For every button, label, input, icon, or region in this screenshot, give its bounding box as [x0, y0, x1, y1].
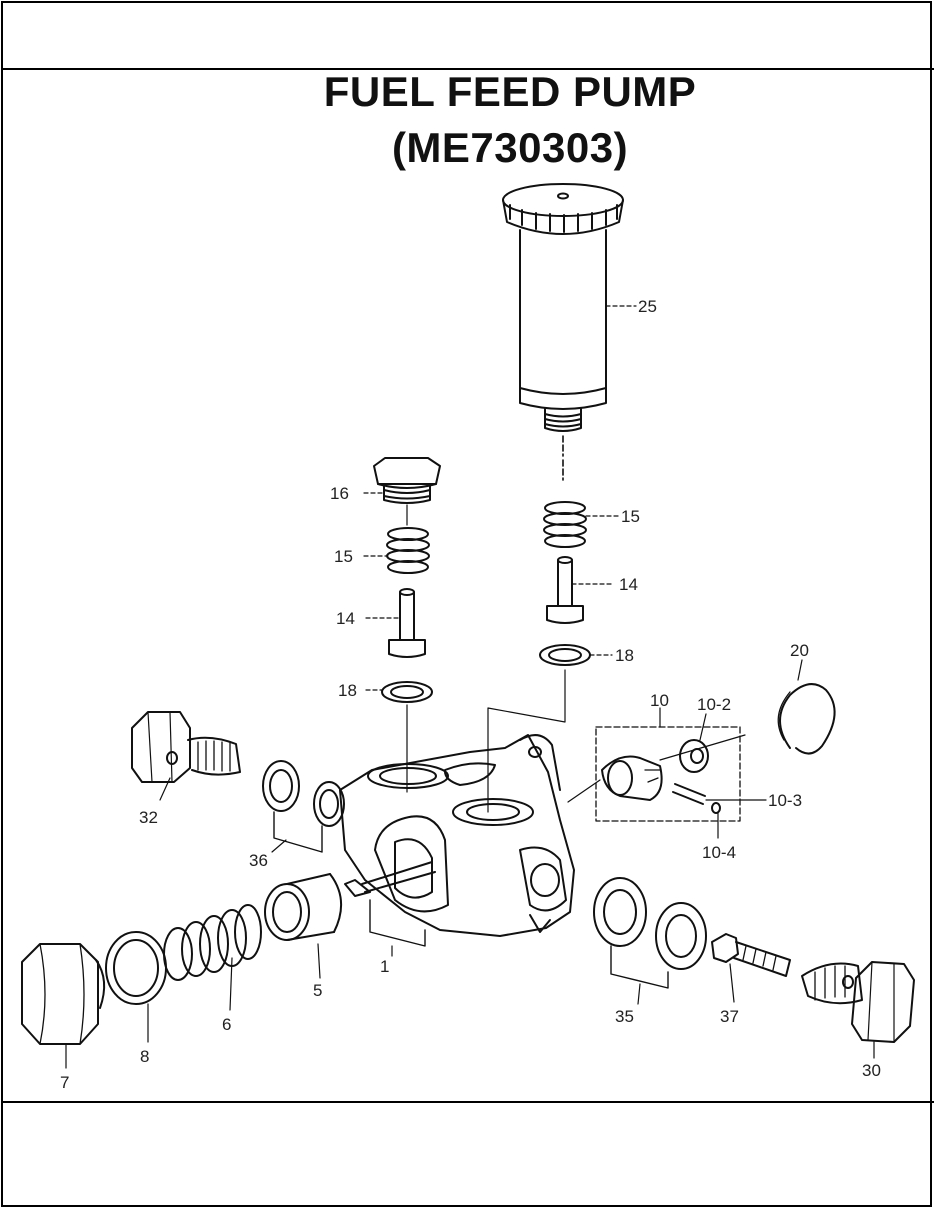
label-15-right: 15: [621, 507, 640, 526]
label-10-3: 10-3: [768, 791, 802, 810]
check-valve-part-14-right: [546, 556, 584, 624]
gasket-part-35-a: [593, 877, 647, 947]
banjo-bolt-part-32: [131, 711, 241, 783]
label-15-left: 15: [334, 547, 353, 566]
spring-part-6: [163, 904, 262, 981]
label-18-left: 18: [338, 681, 357, 700]
plug-part-16: [373, 457, 441, 526]
label-6: 6: [222, 1015, 231, 1034]
label-8: 8: [140, 1047, 149, 1066]
label-14-left: 14: [336, 609, 355, 628]
bracket-part-35: [610, 945, 669, 989]
footer-rule: [1, 1101, 934, 1103]
label-37: 37: [720, 1007, 739, 1026]
gasket-part-18-right: [539, 644, 591, 666]
diagram-title: FUEL FEED PUMP: [323, 68, 697, 115]
label-7: 7: [60, 1073, 69, 1092]
plug-part-7: [21, 943, 106, 1045]
banjo-bolt-part-30: [801, 961, 915, 1043]
screw-part-37: [711, 933, 791, 977]
label-1: 1: [380, 957, 389, 976]
diagram-subtitle: (ME730303): [391, 124, 629, 171]
piston-part-5: [264, 873, 343, 941]
label-10-2: 10-2: [697, 695, 731, 714]
label-35: 35: [615, 1007, 634, 1026]
label-20: 20: [790, 641, 809, 660]
gasket-part-35-b: [655, 902, 707, 970]
spring-part-15-left: [386, 527, 430, 574]
bracket-part-36: [273, 811, 323, 853]
label-32: 32: [139, 808, 158, 827]
snap-ring-part-20: [777, 683, 836, 755]
alignment-line: [487, 669, 566, 813]
leader-lines: [65, 305, 875, 1069]
pump-body-part-1: [339, 734, 575, 947]
spring-part-15-right: [543, 501, 587, 548]
header-rule: [1, 68, 934, 70]
gasket-part-36-a: [262, 760, 300, 812]
label-25: 25: [638, 297, 657, 316]
label-5: 5: [313, 981, 322, 1000]
label-16: 16: [330, 484, 349, 503]
check-valve-part-14-left: [388, 588, 426, 658]
gasket-part-36-b: [313, 781, 345, 827]
label-18-right: 18: [615, 646, 634, 665]
label-10-4: 10-4: [702, 843, 736, 862]
gasket-part-18-left: [381, 681, 433, 703]
label-10: 10: [650, 691, 669, 710]
valve-assembly-part-10: [595, 726, 746, 822]
label-36: 36: [249, 851, 268, 870]
label-30: 30: [862, 1061, 881, 1080]
gasket-part-8: [105, 931, 167, 1005]
priming-pump-part-25: [502, 183, 624, 481]
label-14-right: 14: [619, 575, 638, 594]
part-labels: 25 16 15 15 14 14 18 18 20 10 10-2 10-3 …: [60, 297, 881, 1092]
